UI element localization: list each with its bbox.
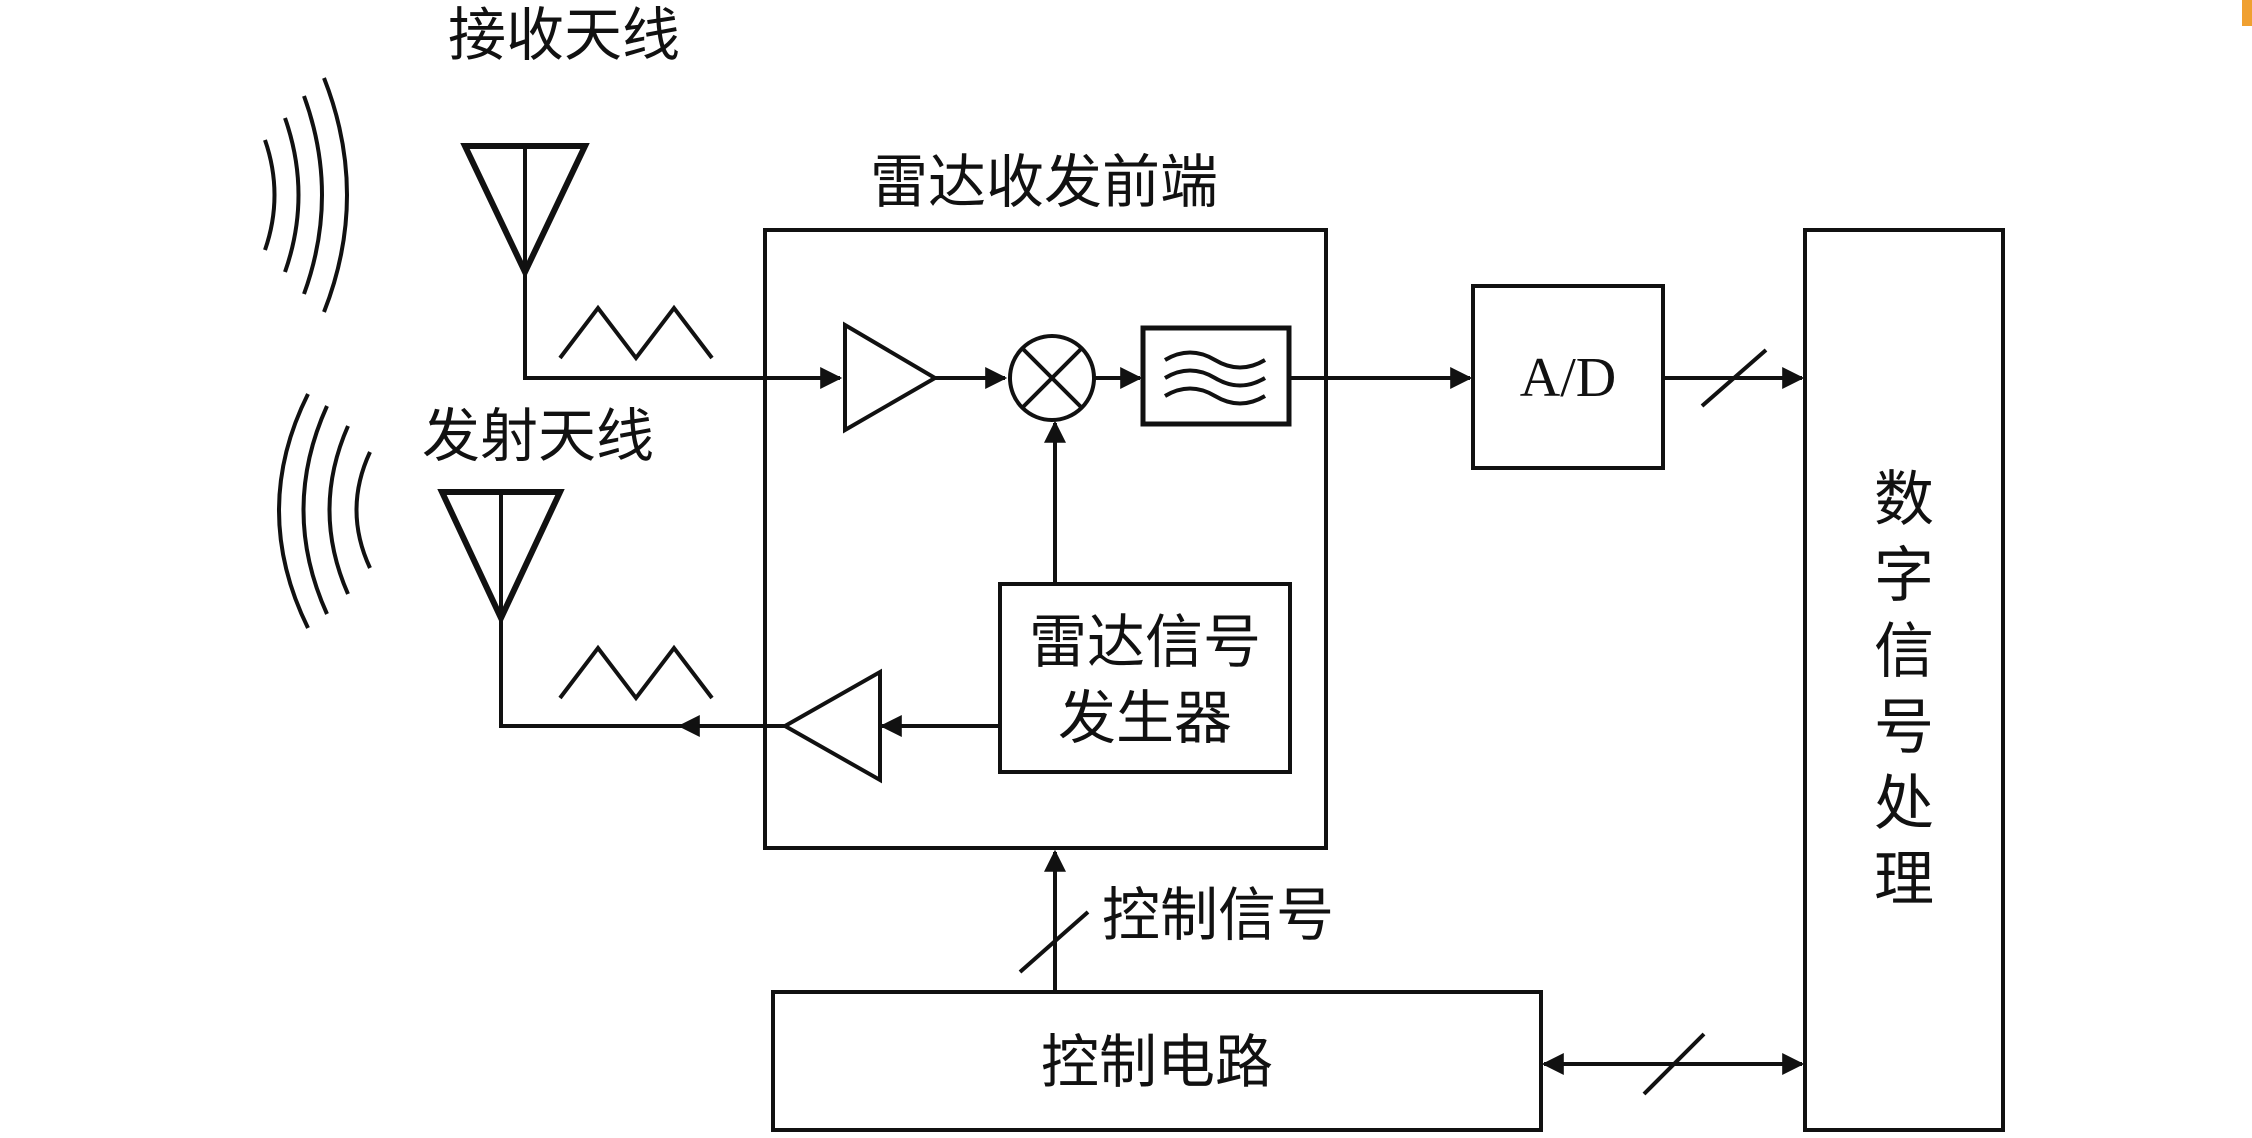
lna-amplifier-icon [843,321,939,434]
signal-generator-label-line2: 发生器 [1058,684,1232,752]
transmit-feed-line [499,618,785,728]
signal-generator-box [998,582,1292,774]
adc-label: A/D [1520,347,1616,409]
receive-antenna-label: 接收天线 [448,1,680,69]
control-circuit-label: 控制电路 [1041,1028,1273,1096]
dsp-label: 数字信号处理 [1874,465,1934,915]
dsp-label-char: 理 [1874,845,1934,915]
radar-frontend-box [763,228,1328,850]
mixer-icon [1008,334,1096,422]
transmit-triangle-wave-icon [558,644,714,702]
adc-bus-slash [1700,348,1768,408]
dsp-box [1803,228,2005,1132]
control-dsp-bus-slash [1642,1032,1706,1096]
dsp-label-char: 处 [1874,769,1934,839]
dsp-label-char: 号 [1874,693,1934,763]
dsp-label-char: 数 [1874,465,1934,535]
corner-accent [2242,0,2252,26]
dsp-label-char: 信 [1874,617,1934,687]
signal-generator-label-line1: 雷达信号 [1029,608,1261,676]
receive-waves-icon [263,77,349,313]
transmit-antenna-icon [437,489,565,626]
control-circuit-box [771,990,1543,1132]
dsp-label-char: 字 [1874,541,1934,611]
transmit-antenna-label: 发射天线 [422,402,654,470]
pa-amplifier-icon [780,668,882,784]
receive-triangle-wave-icon [558,304,714,362]
frontend-label: 雷达收发前端 [870,148,1218,216]
control-bus-slash [1018,910,1090,974]
receive-antenna-icon [460,143,590,279]
control-signal-label: 控制信号 [1102,881,1334,949]
filter-icon [1140,325,1292,427]
transmit-waves-icon [277,393,372,629]
receive-feed-line [523,272,843,389]
